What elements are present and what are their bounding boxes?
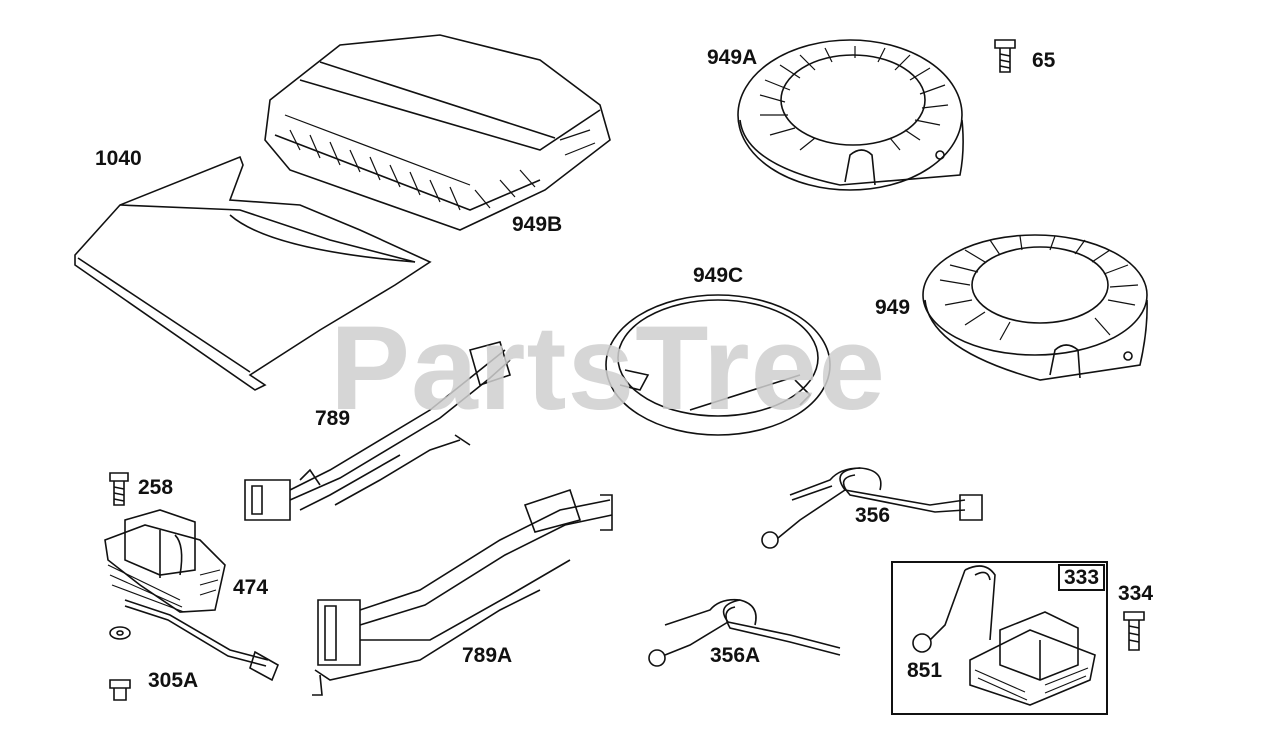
label-1040: 1040	[95, 147, 142, 170]
label-333: 333	[1058, 564, 1106, 591]
label-949C: 949C	[693, 264, 744, 287]
part-1040-cover	[74, 155, 432, 391]
part-356A-wire	[648, 598, 841, 667]
label-789A: 789A	[462, 644, 513, 667]
label-789: 789	[315, 407, 351, 430]
label-356A: 356A	[710, 644, 761, 667]
label-334: 334	[1118, 582, 1154, 605]
part-258-screw	[109, 472, 129, 506]
label-851: 851	[907, 659, 943, 682]
part-949A-guard	[737, 39, 964, 191]
part-949-guard	[922, 234, 1148, 381]
part-949C-ring	[605, 294, 831, 436]
label-258: 258	[138, 476, 174, 499]
label-305A: 305A	[148, 669, 199, 692]
label-949A: 949A	[707, 46, 758, 69]
part-789-harness	[244, 341, 511, 521]
part-949B-grille	[264, 34, 611, 231]
part-333-box	[891, 561, 1108, 715]
label-474: 474	[233, 576, 269, 599]
label-949B: 949B	[512, 213, 563, 236]
part-334-screw	[1123, 611, 1145, 651]
part-65-screw	[994, 39, 1016, 73]
label-65: 65	[1032, 49, 1056, 72]
part-305A-parts	[109, 626, 131, 701]
part-356-wire	[761, 467, 983, 549]
label-356: 356	[855, 504, 891, 527]
part-789A-harness	[312, 488, 613, 696]
label-949: 949	[875, 296, 911, 319]
part-474-armature	[104, 509, 280, 682]
watermark: PartsTree	[330, 301, 887, 435]
